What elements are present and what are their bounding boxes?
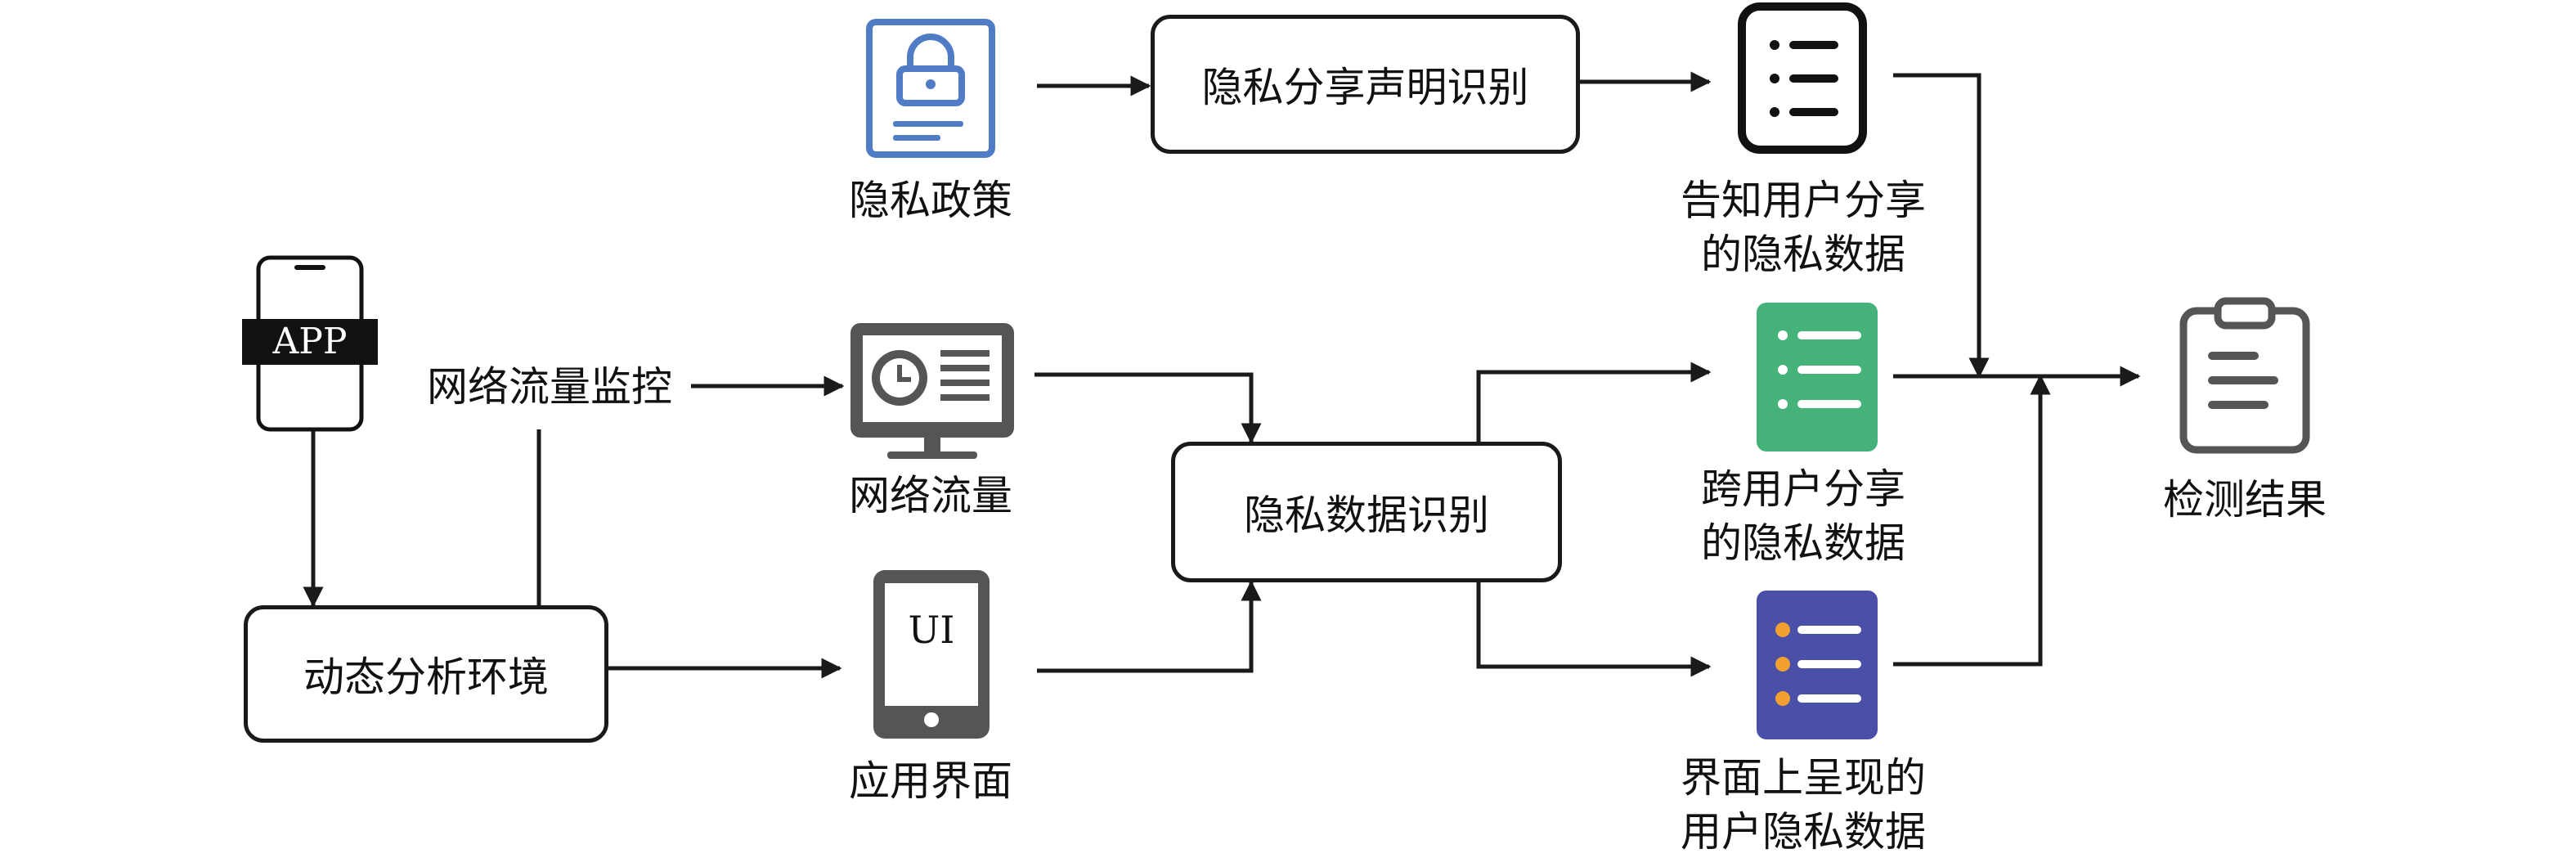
phone-icon — [242, 255, 378, 432]
informed-shared-data-line-2: 的隐私数据 — [1701, 231, 1905, 278]
checklist-icon — [1738, 2, 1867, 154]
green-list-icon — [1757, 303, 1878, 451]
arrow-informed-to-merge — [1893, 73, 1990, 379]
informed-shared-data-line-1: 告知用户分享 — [1681, 177, 1926, 224]
tablet-icon — [873, 570, 990, 739]
detection-result-label: 检测结果 — [2163, 476, 2327, 523]
clipboard-icon — [2179, 297, 2310, 454]
arrow-traffic-to-recognition — [1034, 372, 1262, 444]
lock-document-icon — [866, 19, 995, 158]
arrow-ui-data-to-merge — [1893, 374, 2051, 667]
informed-shared-data-label: 告知用户分享 的隐私数据 — [1660, 173, 1946, 281]
network-traffic-label: 网络流量 — [849, 472, 1012, 519]
app-label: APP — [272, 321, 348, 362]
cross-user-shared-data-label: 跨用户分享 的隐私数据 — [1660, 462, 1946, 570]
monitor-dashboard-icon — [850, 323, 1014, 459]
privacy-share-statement-recognition-box: 隐私分享声明识别 — [1151, 15, 1580, 154]
privacy-data-recognition-box: 隐私数据识别 — [1171, 442, 1562, 582]
connectors — [303, 71, 2141, 679]
ui-presented-data-line-2: 用户隐私数据 — [1681, 808, 1926, 856]
cross-user-shared-data-line-2: 的隐私数据 — [1701, 519, 1905, 567]
network-monitor-label: 网络流量监控 — [427, 363, 672, 411]
ui-presented-data-line-1: 界面上呈现的 — [1681, 754, 1926, 802]
app-interface-label: 应用界面 — [849, 757, 1012, 805]
arrow-ui-to-recognition — [1037, 580, 1262, 673]
ui-screen-text: UI — [908, 608, 955, 652]
cross-user-shared-data-line-1: 跨用户分享 — [1701, 465, 1905, 513]
ui-presented-data-label: 界面上呈现的 用户隐私数据 — [1644, 751, 1963, 859]
purple-list-icon — [1757, 591, 1878, 739]
arrow-recognition-to-ui-data — [1476, 582, 1712, 677]
arrow-recognition-to-cross — [1476, 362, 1712, 442]
dynamic-analysis-env-box: 动态分析环境 — [244, 605, 608, 743]
privacy-policy-label: 隐私政策 — [849, 177, 1012, 224]
